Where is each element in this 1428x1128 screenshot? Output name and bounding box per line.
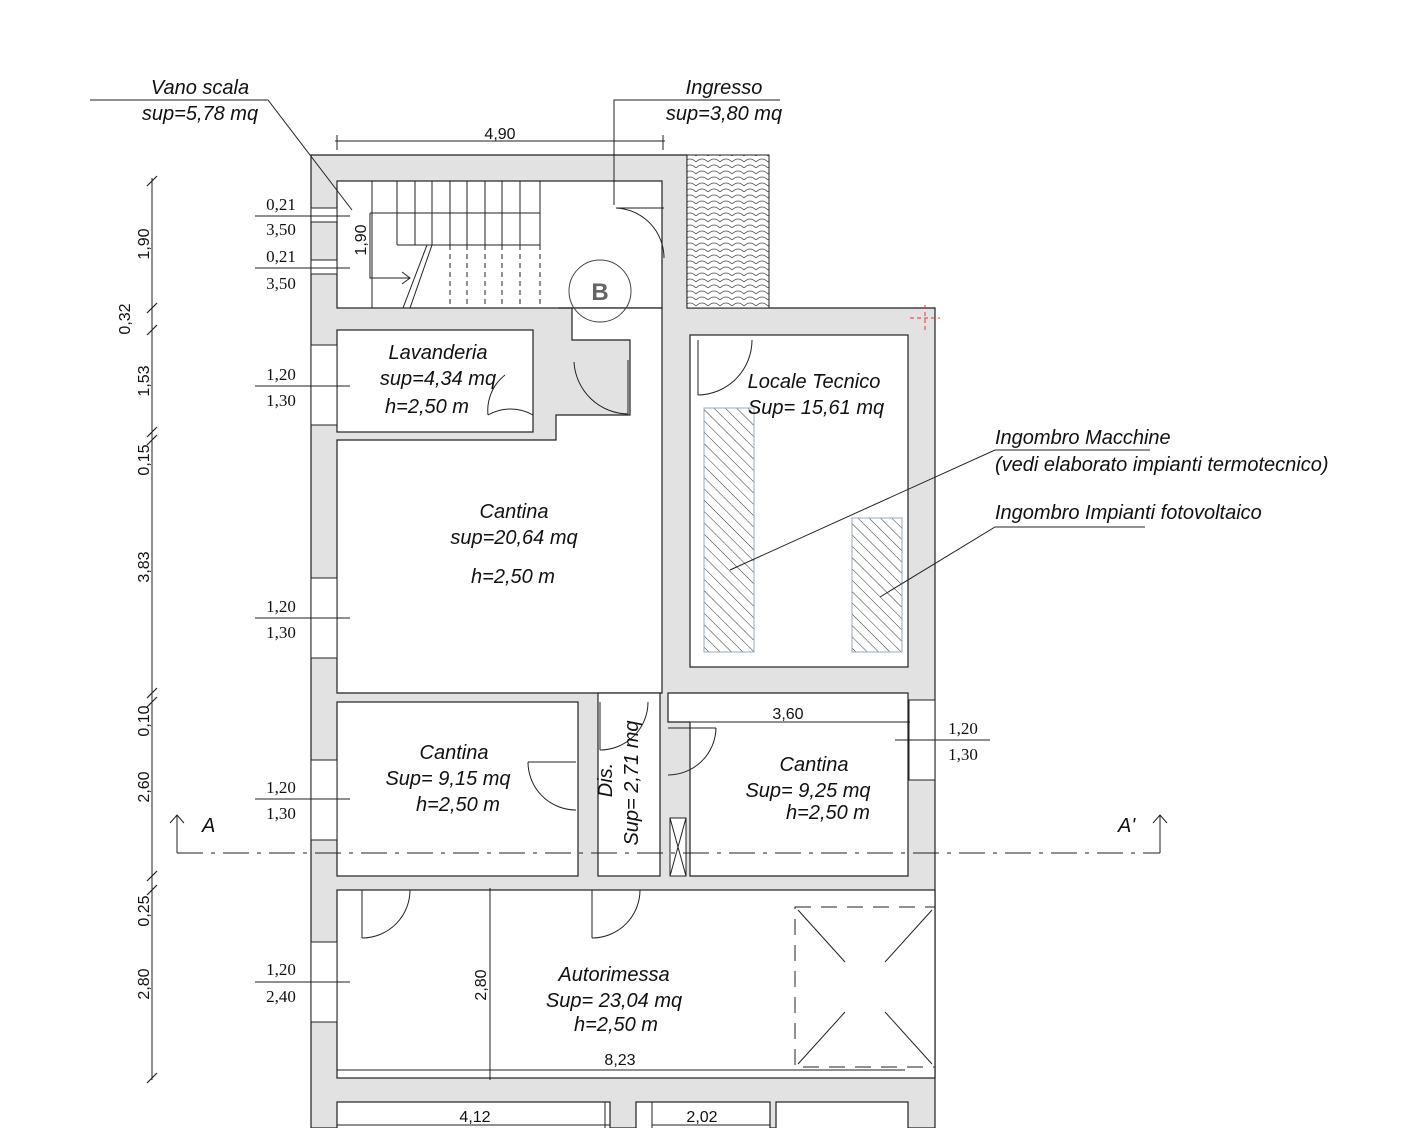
- ingombro-fotovoltaico-label: Ingombro Impianti fotovoltaico: [995, 502, 1262, 524]
- ingombro-fotovoltaico-area: [851, 517, 903, 653]
- room-dis: [597, 692, 661, 877]
- svg-text:1,53: 1,53: [136, 365, 153, 396]
- autorimessa-name: Autorimessa: [557, 964, 669, 986]
- leader-lines: [90, 99, 1150, 598]
- svg-text:0,10: 0,10: [136, 705, 153, 736]
- svg-text:1,20: 1,20: [948, 719, 978, 738]
- svg-text:1,20: 1,20: [266, 597, 296, 616]
- stair-marker-circle: [568, 259, 632, 323]
- room-autorimessa: [336, 889, 936, 1079]
- svg-text:1,30: 1,30: [266, 623, 296, 642]
- lavanderia-name: Lavanderia: [389, 342, 488, 364]
- cantina-left-h: h=2,50 m: [416, 794, 500, 816]
- left-dimension-labels: 1,90 0,32 1,53 0,15 3,83 0,10 2,60 0,25 …: [117, 228, 153, 999]
- locale-tecnico-sup: Sup= 15,61 mq: [748, 397, 884, 419]
- section-label-a-prime: A': [1117, 815, 1136, 837]
- cantina-right-sup: Sup= 9,25 mq: [745, 780, 870, 802]
- stair-marker: B: [591, 279, 608, 306]
- svg-text:1,30: 1,30: [266, 391, 296, 410]
- svg-text:3,50: 3,50: [266, 220, 296, 239]
- lavanderia-h: h=2,50 m: [385, 396, 469, 418]
- cantina-large-sup: sup=20,64 mq: [450, 527, 577, 549]
- ingombro-macchine-note: (vedi elaborato impianti termotecnico): [995, 454, 1329, 476]
- ingombro-macchine-area: [703, 407, 755, 653]
- svg-text:2,60: 2,60: [136, 771, 153, 802]
- svg-text:2,40: 2,40: [266, 987, 296, 1006]
- section-label-a: A: [201, 815, 215, 837]
- room-cantina-left: [336, 701, 579, 877]
- room-hallway: [336, 307, 663, 694]
- dis-name: Dis.: [595, 763, 617, 797]
- svg-text:3,50: 3,50: [266, 274, 296, 293]
- cantina-large-name: Cantina: [480, 501, 549, 523]
- svg-text:4,12: 4,12: [459, 1109, 490, 1126]
- ingombro-macchine-label: Ingombro Macchine: [995, 427, 1171, 449]
- svg-text:3,83: 3,83: [136, 551, 153, 582]
- autorimessa-h: h=2,50 m: [574, 1014, 658, 1036]
- svg-text:0,15: 0,15: [136, 444, 153, 475]
- svg-text:2,02: 2,02: [686, 1109, 717, 1126]
- cantina-right-name: Cantina: [780, 754, 849, 776]
- vano-scala-name: Vano scala: [151, 77, 249, 99]
- svg-text:1,20: 1,20: [266, 960, 296, 979]
- svg-text:0,21: 0,21: [266, 247, 296, 266]
- cantina-left-sup: Sup= 9,15 mq: [385, 768, 510, 790]
- ingresso-tiles: [686, 154, 770, 309]
- autorimessa-sup: Sup= 23,04 mq: [546, 990, 682, 1012]
- svg-text:1,30: 1,30: [948, 745, 978, 764]
- locale-tecnico-name: Locale Tecnico: [748, 371, 881, 393]
- staircase: [369, 181, 541, 309]
- room-lavanderia: [336, 329, 534, 433]
- svg-text:0,32: 0,32: [117, 303, 134, 334]
- room-bottom-3: [775, 1101, 909, 1128]
- section-line: [169, 814, 1168, 854]
- svg-text:8,23: 8,23: [604, 1052, 635, 1069]
- left-dimension-line: [146, 175, 158, 1084]
- window-labels: 0,21 3,50 0,21 3,50 1,20 1,30 1,20 1,30 1,20…: [266, 195, 978, 1006]
- ingresso-name: Ingresso: [686, 77, 763, 99]
- ingresso-sup: sup=3,80 mq: [666, 103, 782, 125]
- svg-text:3,60: 3,60: [772, 706, 803, 723]
- svg-text:4,90: 4,90: [484, 126, 515, 143]
- svg-text:1,90: 1,90: [353, 224, 370, 255]
- svg-text:1,90: 1,90: [136, 228, 153, 259]
- svg-text:2,80: 2,80: [136, 968, 153, 999]
- dimension-labels: 4,90 1,90 3,60 8,23 2,80 4,12 2,02: [353, 126, 804, 1126]
- room-bottom-2: [635, 1101, 771, 1128]
- room-bottom-1: [336, 1101, 611, 1128]
- svg-text:1,30: 1,30: [266, 804, 296, 823]
- svg-text:0,25: 0,25: [136, 895, 153, 926]
- doors: [361, 207, 753, 939]
- cantina-large-h: h=2,50 m: [471, 566, 555, 588]
- cantina-right-h: h=2,50 m: [786, 802, 870, 824]
- svg-text:1,20: 1,20: [266, 778, 296, 797]
- cantina-left-name: Cantina: [420, 742, 489, 764]
- vano-scala-sup: sup=5,78 mq: [142, 103, 258, 125]
- lavanderia-sup: sup=4,34 mq: [380, 368, 496, 390]
- dis-sup: Sup= 2,71 mq: [621, 720, 643, 845]
- svg-text:0,21: 0,21: [266, 195, 296, 214]
- garage-door-area: [794, 906, 936, 1068]
- svg-text:2,80: 2,80: [473, 969, 490, 1000]
- svg-text:1,20: 1,20: [266, 365, 296, 384]
